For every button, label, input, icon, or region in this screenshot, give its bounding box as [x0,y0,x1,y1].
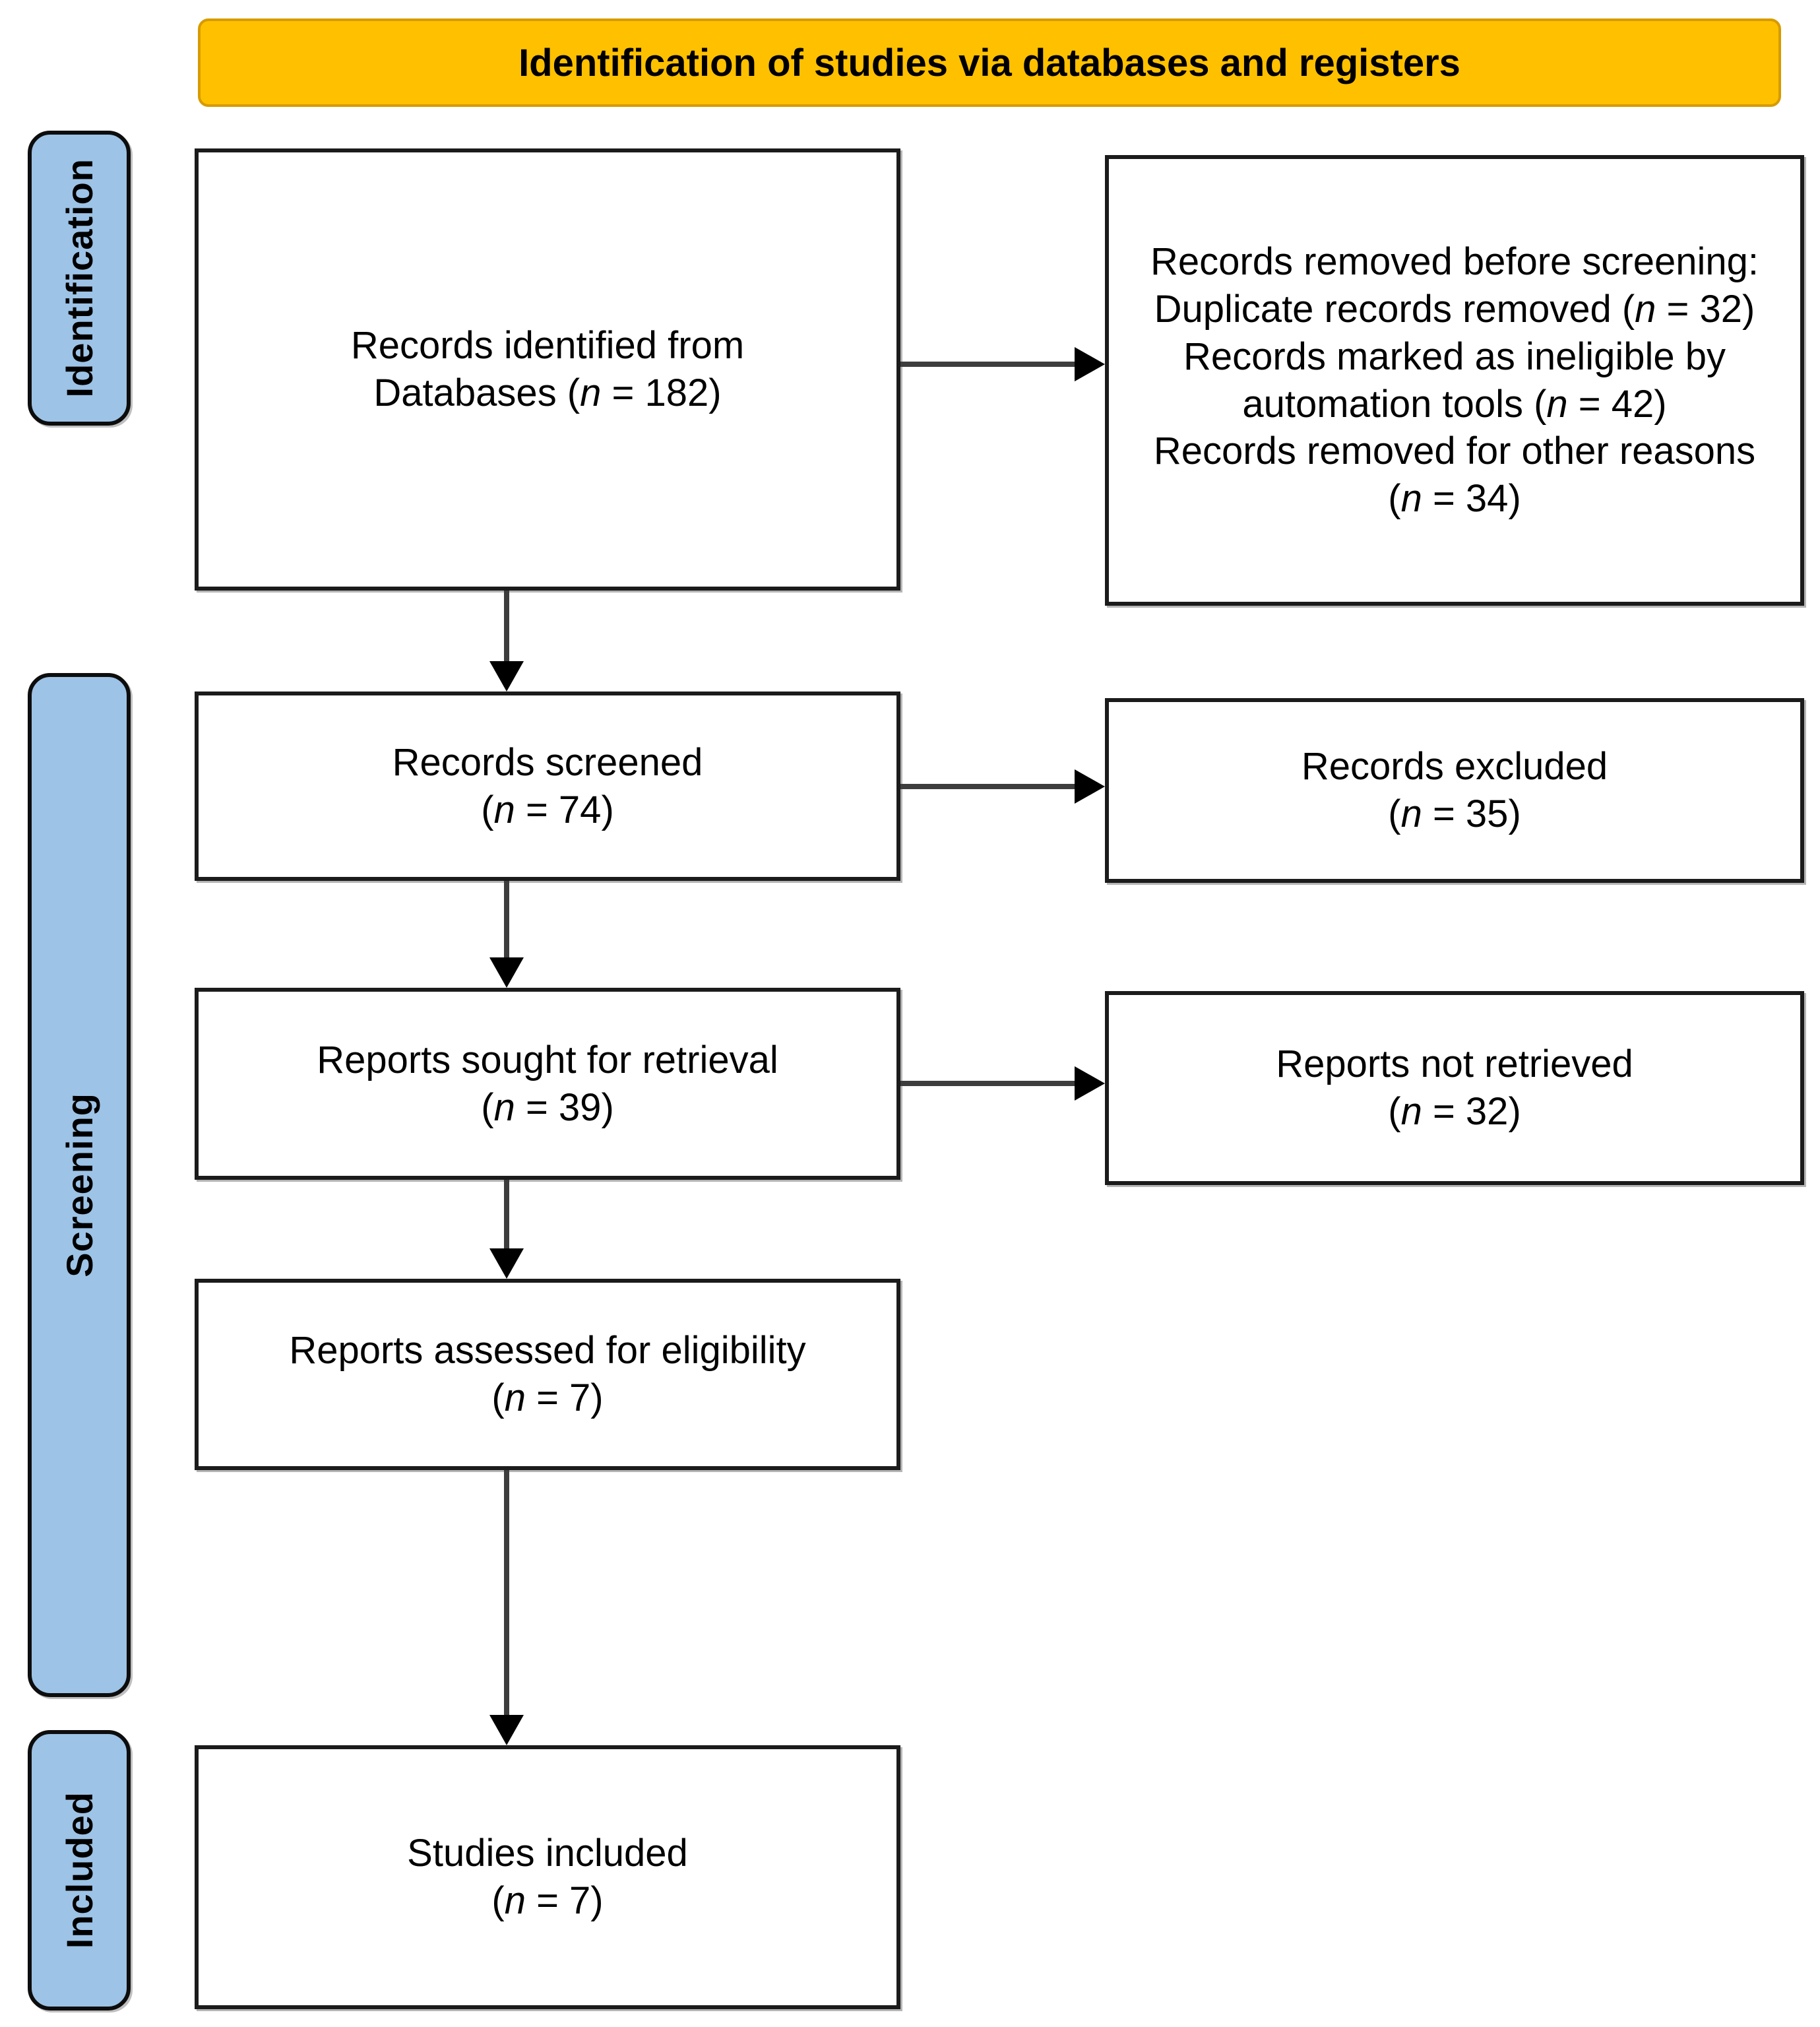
box-text-line: Records removed for other reasons (n = 3… [1153,430,1756,521]
box-text-line: (n = 74) [481,788,614,831]
stage-screening: Screening [28,673,131,1697]
box-text-line: Duplicate records removed (n = 32) [1154,287,1755,331]
arrow-screened-to-sought-head-icon [489,957,524,988]
box-studies-included: Studies included(n = 7) [195,1745,900,2009]
box-text-line: (n = 7) [491,1879,604,1922]
box-text-line: Records screened [392,740,703,784]
arrow-sought-to-assessed-line [504,1180,509,1248]
box-records-excluded: Records excluded(n = 35) [1105,698,1804,883]
box-reports-sought: Reports sought for retrieval(n = 39) [195,988,900,1180]
arrow-screened-to-excluded-head-icon [1075,769,1105,804]
stage-identification-label: Identification [58,158,100,398]
box-text-line: Reports assessed for eligibility [289,1329,806,1372]
banner: Identification of studies via databases … [198,18,1781,107]
box-text-line: (n = 39) [481,1085,614,1129]
box-text-line: Reports sought for retrieval [317,1038,778,1081]
box-text-line: Databases (n = 182) [373,371,722,414]
stage-identification: Identification [28,131,131,426]
box-records-removed: Records removed before screening:Duplica… [1105,155,1804,606]
box-reports-assessed: Reports assessed for eligibility(n = 7) [195,1279,900,1470]
box-text-line: Studies included [407,1832,688,1875]
stage-included-label: Included [58,1791,100,1949]
arrow-screened-to-sought-line [504,881,509,957]
arrow-sought-to-notretrieved-line [900,1081,1075,1086]
box-text-line: Records identified from [350,324,745,368]
arrow-sought-to-notretrieved-head-icon [1075,1066,1105,1101]
arrow-screened-to-excluded-line [900,784,1075,789]
box-text-line: Records marked as ineligible by automati… [1183,335,1726,426]
box-text-line: (n = 32) [1388,1090,1521,1133]
box-records-screened: Records screened(n = 74) [195,692,900,881]
arrow-identified-to-screened-head-icon [489,661,524,692]
box-reports-not-retrieved: Reports not retrieved(n = 32) [1105,991,1804,1185]
box-text-line: (n = 35) [1388,792,1521,835]
box-text-line: Records excluded [1301,745,1608,788]
arrow-identified-to-screened-line [504,591,509,661]
arrow-assessed-to-included-head-icon [489,1715,524,1745]
arrow-sought-to-assessed-head-icon [489,1248,524,1279]
box-text-line: (n = 7) [491,1376,604,1419]
banner-title: Identification of studies via databases … [518,41,1460,84]
stage-included: Included [28,1730,131,2011]
arrow-assessed-to-included-line [504,1470,509,1715]
stage-screening-label: Screening [58,1093,100,1277]
arrow-identified-to-removed-head-icon [1075,347,1105,381]
box-text-line: Reports not retrieved [1276,1043,1633,1086]
arrow-identified-to-removed-line [900,362,1075,367]
box-text-line: Records removed before screening: [1150,240,1759,283]
